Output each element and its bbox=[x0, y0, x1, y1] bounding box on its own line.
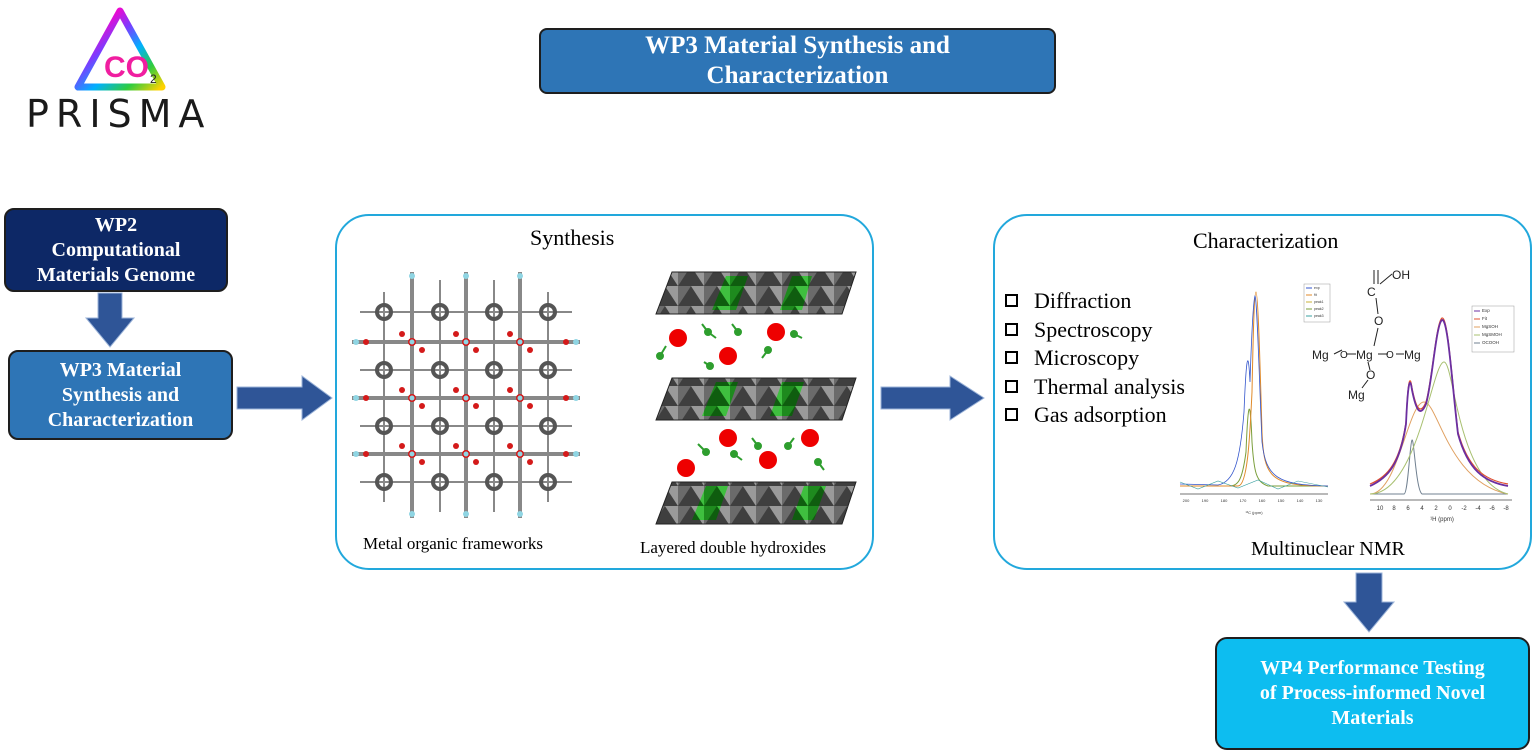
ldh-structure-image bbox=[655, 271, 857, 525]
atom-label: Mg bbox=[1356, 348, 1373, 362]
list-item-label: Microscopy bbox=[1034, 345, 1140, 370]
tick-label-13c: 170 bbox=[1240, 498, 1247, 503]
list-item: Diffraction bbox=[1005, 287, 1185, 316]
list-item-label: Spectroscopy bbox=[1034, 316, 1153, 342]
list-item-label: Diffraction bbox=[1034, 288, 1132, 313]
mof-structure-image bbox=[352, 272, 580, 518]
checkbox-icon bbox=[1005, 294, 1018, 307]
title-box: WP3 Material Synthesis and Characterizat… bbox=[539, 28, 1056, 94]
nmr-spectrum-1h: OH C O Mg Mg Mg Mg O O O Exp Fit MgSOH M… bbox=[1312, 268, 1515, 523]
list-item-label: Gas adsorption bbox=[1034, 402, 1167, 427]
atom-label: Mg bbox=[1404, 348, 1421, 362]
wp2-line-3: Materials Genome bbox=[36, 263, 196, 286]
axis-label-13c: ¹³C (ppm) bbox=[1245, 510, 1263, 515]
tick-label-13c: 200 bbox=[1183, 498, 1190, 503]
arrow-right-wp3-synthesis bbox=[236, 375, 333, 421]
wp2-line-1: WP2 bbox=[94, 213, 138, 236]
legend-entry-1h: Exp bbox=[1482, 308, 1490, 313]
chemical-structure: OH C O Mg Mg Mg Mg O bbox=[1312, 268, 1421, 402]
tick-label-1h: 8 bbox=[1392, 506, 1396, 512]
tick-label-1h: -2 bbox=[1461, 506, 1467, 512]
tick-label-13c: 160 bbox=[1259, 498, 1266, 503]
characterization-list: Diffraction Spectroscopy Microscopy Ther… bbox=[1005, 287, 1185, 430]
atom-label: C bbox=[1367, 285, 1376, 299]
wp4-line-3: Materials bbox=[1331, 707, 1414, 729]
logo-sub-text: 2 bbox=[150, 72, 157, 86]
wp3-line-1: WP3 Material bbox=[59, 358, 182, 381]
wp2-box: WP2 Computational Materials Genome bbox=[4, 208, 228, 292]
list-item: Spectroscopy bbox=[1005, 316, 1185, 345]
svg-text:O: O bbox=[1340, 350, 1348, 361]
list-item-label: Thermal analysis bbox=[1034, 373, 1185, 399]
list-item: Thermal analysis bbox=[1005, 373, 1185, 402]
legend-entry-1h: Fit bbox=[1482, 316, 1488, 321]
tick-label-13c: 150 bbox=[1278, 498, 1285, 503]
arrow-down-characterization-wp4 bbox=[1342, 572, 1396, 633]
legend-entry-1h: OCOOH bbox=[1482, 340, 1499, 345]
caption-ldh: Layered double hydroxides bbox=[640, 538, 826, 557]
checkbox-icon bbox=[1005, 351, 1018, 364]
title-line-1: WP3 Material Synthesis and bbox=[645, 32, 950, 59]
legend-entry-13c: peak2 bbox=[1314, 307, 1324, 311]
tick-label-1h: -4 bbox=[1475, 506, 1481, 512]
wp2-line-2: Computational bbox=[51, 238, 181, 261]
list-item: Microscopy bbox=[1005, 344, 1185, 373]
atom-label: O bbox=[1374, 314, 1383, 328]
tick-label-1h: -6 bbox=[1489, 506, 1495, 512]
logo-wordmark: PRISMA bbox=[26, 92, 212, 136]
wp4-box: WP4 Performance Testing of Process-infor… bbox=[1215, 637, 1530, 750]
ldh-layer-middle bbox=[655, 377, 857, 421]
tick-label-13c: 180 bbox=[1221, 498, 1228, 503]
tick-label-1h: 0 bbox=[1448, 506, 1452, 512]
axis-label-1h: ¹H (ppm) bbox=[1430, 517, 1454, 523]
checkbox-icon bbox=[1005, 322, 1018, 336]
tick-label-13c: 190 bbox=[1202, 498, 1209, 503]
tick-label-1h: 6 bbox=[1406, 506, 1410, 512]
ldh-layer-bottom bbox=[655, 481, 857, 525]
wp4-line-1: WP4 Performance Testing bbox=[1260, 657, 1485, 679]
tick-label-1h: -8 bbox=[1503, 506, 1509, 512]
legend-entry-1h: MgSOH bbox=[1482, 324, 1498, 329]
svg-text:O: O bbox=[1386, 350, 1394, 361]
tick-label-1h: 10 bbox=[1377, 506, 1384, 512]
characterization-panel bbox=[993, 214, 1532, 570]
list-item: Gas adsorption bbox=[1005, 401, 1185, 430]
legend-entry-13c: peak3 bbox=[1314, 314, 1324, 318]
prisma-logo: CO 2 bbox=[74, 7, 166, 91]
ldh-layer-top bbox=[655, 271, 857, 315]
tick-label-1h: 2 bbox=[1434, 506, 1438, 512]
legend-box-1h bbox=[1471, 305, 1515, 353]
title-line-2: Characterization bbox=[706, 62, 889, 89]
atom-label: Mg bbox=[1312, 348, 1329, 362]
tick-label-1h: 4 bbox=[1420, 506, 1424, 512]
legend-entry-13c: peak1 bbox=[1314, 300, 1324, 304]
tick-label-13c: 140 bbox=[1297, 498, 1304, 503]
atom-label: O bbox=[1366, 368, 1375, 382]
arrow-right-synthesis-characterization bbox=[880, 375, 985, 421]
wp3-box: WP3 Material Synthesis and Characterizat… bbox=[8, 350, 233, 440]
checkbox-icon bbox=[1005, 408, 1018, 421]
characterization-title: Characterization bbox=[1193, 228, 1339, 253]
legend-entry-13c: exp bbox=[1314, 286, 1320, 290]
atom-label: OH bbox=[1392, 268, 1410, 282]
caption-nmr: Multinuclear NMR bbox=[1251, 538, 1405, 560]
checkbox-icon bbox=[1005, 379, 1018, 393]
wp3-line-2: Synthesis and bbox=[61, 383, 180, 406]
arrow-down-wp2-wp3 bbox=[84, 292, 136, 348]
caption-mof: Metal organic frameworks bbox=[363, 534, 544, 553]
legend-entry-13c: fit bbox=[1314, 293, 1317, 297]
wp4-line-2: of Process-informed Novel bbox=[1259, 682, 1486, 704]
tick-label-13c: 130 bbox=[1316, 498, 1323, 503]
nmr-spectrum-13c: exp fit peak1 peak2 peak3 200 190 180 17… bbox=[1179, 283, 1331, 515]
wp3-line-3: Characterization bbox=[47, 408, 194, 431]
synthesis-title: Synthesis bbox=[530, 225, 615, 250]
logo-co2-text: CO bbox=[104, 51, 149, 84]
legend-entry-1h: MgSMOH bbox=[1482, 332, 1502, 337]
atom-label: Mg bbox=[1348, 388, 1365, 402]
